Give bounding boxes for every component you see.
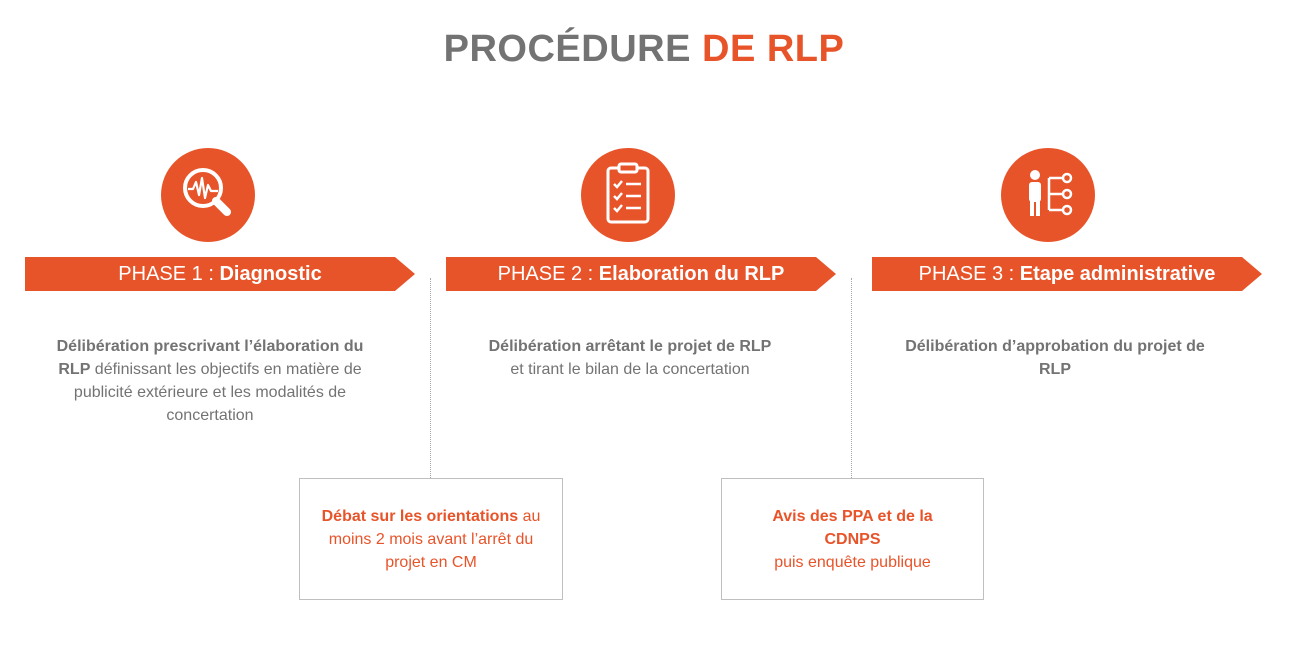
- phase-1-description-bold: Délibération prescrivant l’élaboration d…: [56, 338, 364, 378]
- connector-line-1: [430, 278, 431, 478]
- phase-1-description-text: définissant les objectifs en matière de …: [73, 361, 362, 424]
- phase-3-label: PHASE 3 :: [918, 263, 1020, 285]
- milestone-2-bold: Avis des PPA et de la CDNPS: [772, 507, 933, 548]
- milestone-2-text: puis enquête publique: [774, 553, 931, 571]
- magnifier-waveform-icon: [161, 148, 255, 242]
- title-part-2: DE RLP: [702, 28, 845, 70]
- person-hierarchy-icon: [1001, 148, 1095, 242]
- milestone-1-text: au moins 2 mois avant l’arrêt du projet …: [328, 507, 541, 571]
- phase-2-name: Elaboration du RLP: [598, 263, 785, 285]
- phase-3-name: Etape administrative: [1019, 263, 1216, 285]
- phase-2-label: PHASE 2 :: [497, 263, 599, 285]
- page-title: PROCÉDURE DE RLP: [0, 28, 1288, 71]
- phase-1-banner: PHASE 1 : Diagnostic: [25, 257, 415, 291]
- milestone-box-1: Débat sur les orientations au moins 2 mo…: [299, 478, 563, 600]
- phase-1-label: PHASE 1 :: [118, 263, 220, 285]
- phase-3-description-bold: Délibération d’approbation du projet de …: [905, 338, 1205, 378]
- phase-2-description-text: et tirant le bilan de la concertation: [510, 361, 750, 378]
- milestone-box-2: Avis des PPA et de la CDNPS puis enquête …: [721, 478, 984, 600]
- phase-1-description: Délibération prescrivant l’élaboration d…: [40, 335, 380, 427]
- phase-2-description: Délibération arrêtant le projet de RLP et…: [470, 335, 790, 381]
- phase-2-description-bold: Délibération arrêtant le projet de RLP: [488, 338, 772, 355]
- phase-3-description: Délibération d’approbation du projet de …: [900, 335, 1210, 381]
- clipboard-checklist-icon: [581, 148, 675, 242]
- title-part-1: PROCÉDURE: [443, 28, 691, 70]
- phase-3-banner: PHASE 3 : Etape administrative: [872, 257, 1262, 291]
- phase-1-name: Diagnostic: [219, 263, 322, 285]
- phase-2-banner: PHASE 2 : Elaboration du RLP: [446, 257, 836, 291]
- milestone-1-bold: Débat sur les orientations: [321, 507, 519, 525]
- connector-line-2: [851, 278, 852, 478]
